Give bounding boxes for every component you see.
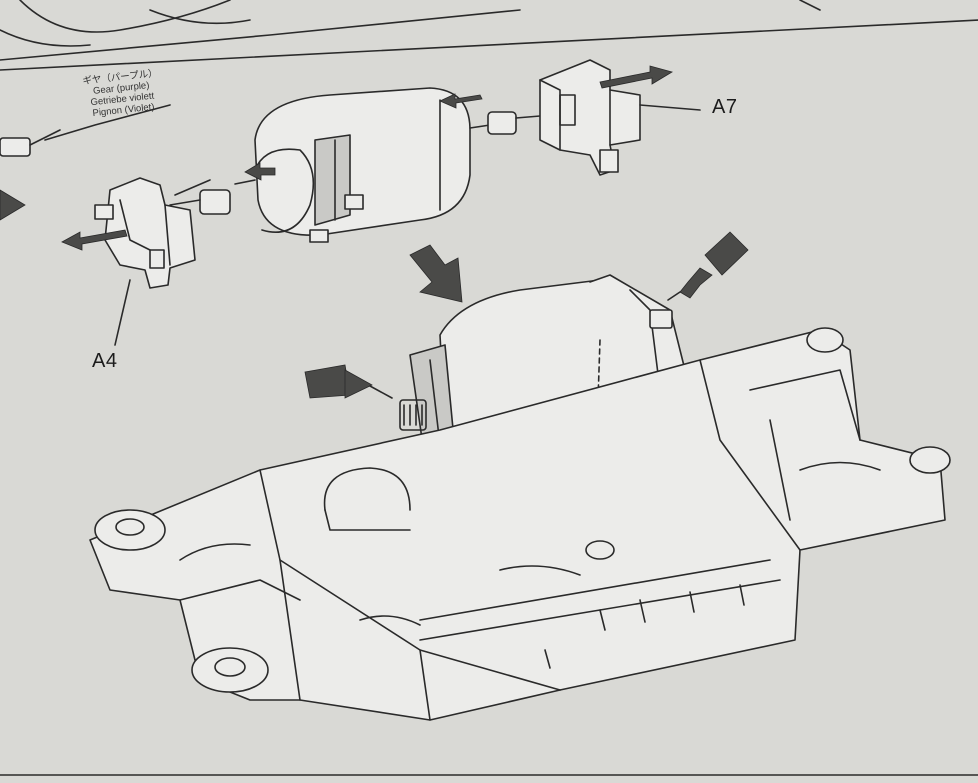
grease-tube-left (304, 364, 393, 399)
chassis (89, 327, 951, 721)
gear-leader-line (44, 104, 171, 141)
left-edge-gear (0, 129, 61, 221)
bracket-a4 (61, 177, 196, 346)
grease-tube-right (667, 231, 749, 301)
bracket-a7 (539, 59, 701, 176)
label-a7: A7 (712, 96, 738, 118)
previous-step-fragment (0, 0, 978, 71)
motor-exploded (169, 87, 541, 243)
assembly-arrow (409, 244, 463, 303)
label-a4: A4 (92, 350, 118, 372)
gear-note: ギヤ（パープル） Gear (purple) Getriebe violett … (82, 68, 162, 120)
